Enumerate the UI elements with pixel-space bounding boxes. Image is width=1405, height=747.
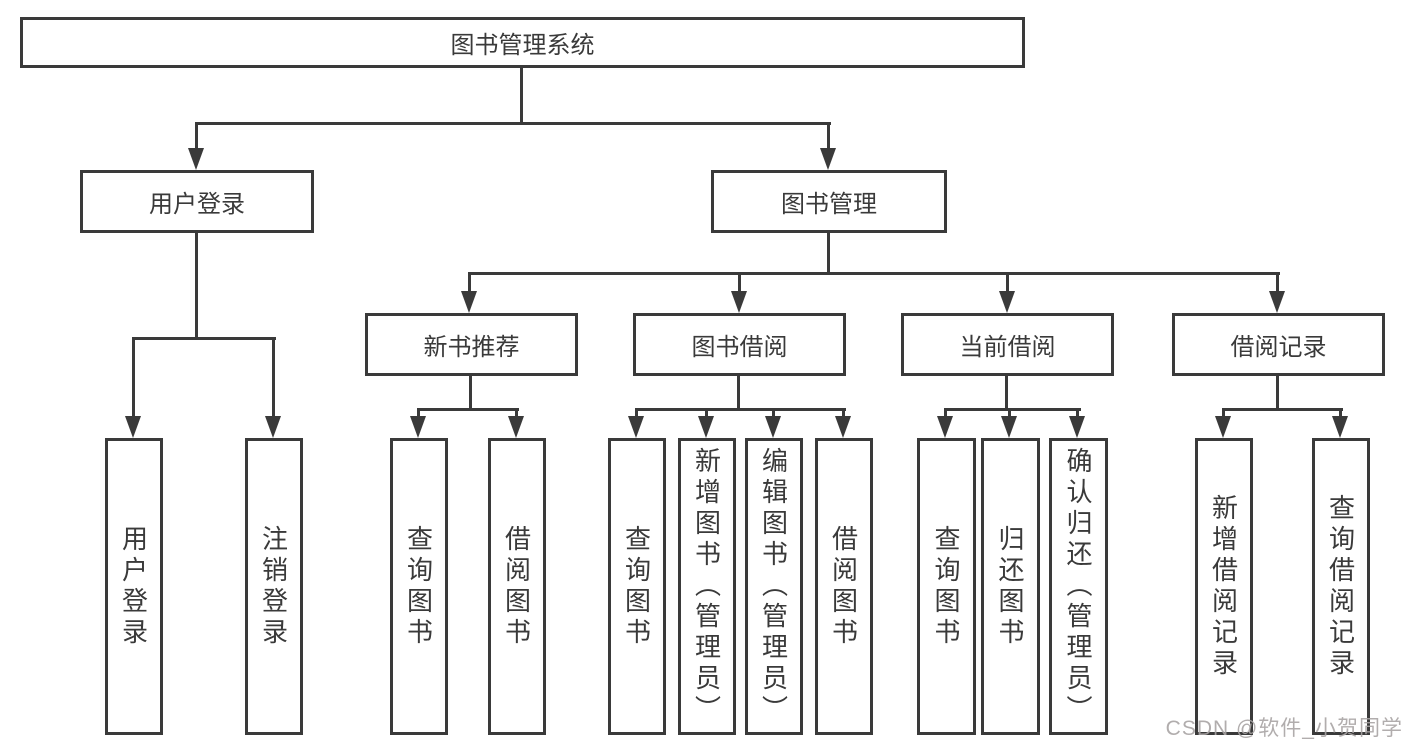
connector-line: [417, 408, 519, 411]
node-new-book-recommend: 新书推荐: [365, 313, 578, 376]
node-borrow-records: 借阅记录: [1172, 313, 1385, 376]
leaf-add-books-admin: 新增图书（管理员）: [678, 438, 736, 735]
connector-line: [1222, 408, 1343, 411]
leaf-label: 确认归还（管理员）: [1063, 447, 1093, 726]
leaf-borrow-books: 借阅图书: [488, 438, 546, 735]
leaf-add-borrow-record: 新增借阅记录: [1195, 438, 1253, 735]
arrowhead-icon: [999, 291, 1015, 313]
node-library-management-system: 图书管理系统: [20, 17, 1025, 68]
arrowhead-icon: [1069, 416, 1085, 438]
connector-line: [827, 233, 830, 272]
arrowhead-icon: [508, 416, 524, 438]
arrowhead-icon: [410, 416, 426, 438]
arrowhead-icon: [1269, 291, 1285, 313]
connector-line: [1008, 408, 1011, 418]
node-user-login: 用户登录: [80, 170, 314, 233]
connector-line: [272, 337, 275, 418]
leaf-label: 借阅图书: [828, 524, 859, 649]
leaf-query-books: 查询图书: [917, 438, 976, 735]
node-book-management: 图书管理: [711, 170, 947, 233]
node-current-borrow: 当前借阅: [901, 313, 1114, 376]
arrowhead-icon: [1215, 416, 1231, 438]
leaf-label: 查询图书: [403, 524, 434, 649]
leaf-label: 用户登录: [118, 524, 149, 649]
leaf-label: 查询借阅记录: [1325, 493, 1356, 680]
arrowhead-icon: [835, 416, 851, 438]
connector-line: [132, 337, 276, 340]
connector-line: [1076, 408, 1079, 418]
leaf-edit-books-admin: 编辑图书（管理员）: [745, 438, 803, 735]
connector-line: [1276, 376, 1279, 408]
connector-line: [1222, 408, 1225, 418]
leaf-label: 归还图书: [995, 524, 1025, 649]
arrowhead-icon: [188, 148, 204, 170]
arrowhead-icon: [125, 416, 141, 438]
arrowhead-icon: [1332, 416, 1348, 438]
connector-line: [705, 408, 708, 418]
leaf-logout: 注销登录: [245, 438, 303, 735]
connector-line: [944, 408, 1081, 411]
connector-line: [635, 408, 638, 418]
connector-line: [1339, 408, 1342, 418]
leaf-label: 新增图书（管理员）: [691, 447, 722, 726]
arrowhead-icon: [1001, 416, 1017, 438]
connector-line: [132, 337, 135, 418]
connector-line: [520, 68, 523, 122]
arrowhead-icon: [461, 291, 477, 313]
connector-line: [738, 272, 741, 293]
leaf-confirm-return-admin: 确认归还（管理员）: [1049, 438, 1108, 735]
arrowhead-icon: [698, 416, 714, 438]
connector-line: [468, 272, 471, 293]
leaf-query-books: 查询图书: [608, 438, 666, 735]
arrowhead-icon: [628, 416, 644, 438]
arrowhead-icon: [937, 416, 953, 438]
connector-line: [737, 376, 740, 408]
connector-line: [1006, 272, 1009, 293]
connector-line: [635, 408, 846, 411]
connector-line: [417, 408, 420, 418]
connector-line: [772, 408, 775, 418]
connector-line: [1005, 376, 1008, 408]
arrowhead-icon: [731, 291, 747, 313]
connector-line: [1276, 272, 1279, 293]
node-book-borrow: 图书借阅: [633, 313, 846, 376]
connector-line: [944, 408, 947, 418]
leaf-label: 新增借阅记录: [1208, 493, 1239, 680]
connector-line: [195, 233, 198, 337]
arrowhead-icon: [820, 148, 836, 170]
connector-line: [515, 408, 518, 418]
leaf-user-login: 用户登录: [105, 438, 163, 735]
leaf-return-books: 归还图书: [981, 438, 1040, 735]
arrowhead-icon: [765, 416, 781, 438]
leaf-query-borrow-record: 查询借阅记录: [1312, 438, 1370, 735]
leaf-borrow-books: 借阅图书: [815, 438, 873, 735]
arrowhead-icon: [265, 416, 281, 438]
leaf-label: 编辑图书（管理员）: [758, 447, 789, 726]
leaf-label: 查询图书: [931, 524, 961, 649]
leaf-label: 注销登录: [258, 524, 289, 649]
leaf-label: 借阅图书: [501, 524, 532, 649]
connector-line: [195, 122, 831, 125]
connector-line: [842, 408, 845, 418]
connector-line: [469, 376, 472, 408]
csdn-watermark: CSDN @软件_小贺同学: [1165, 717, 1403, 740]
connector-line: [195, 122, 198, 150]
leaf-label: 查询图书: [621, 524, 652, 649]
connector-line: [827, 122, 830, 150]
connector-line: [468, 272, 1280, 275]
leaf-query-books: 查询图书: [390, 438, 448, 735]
